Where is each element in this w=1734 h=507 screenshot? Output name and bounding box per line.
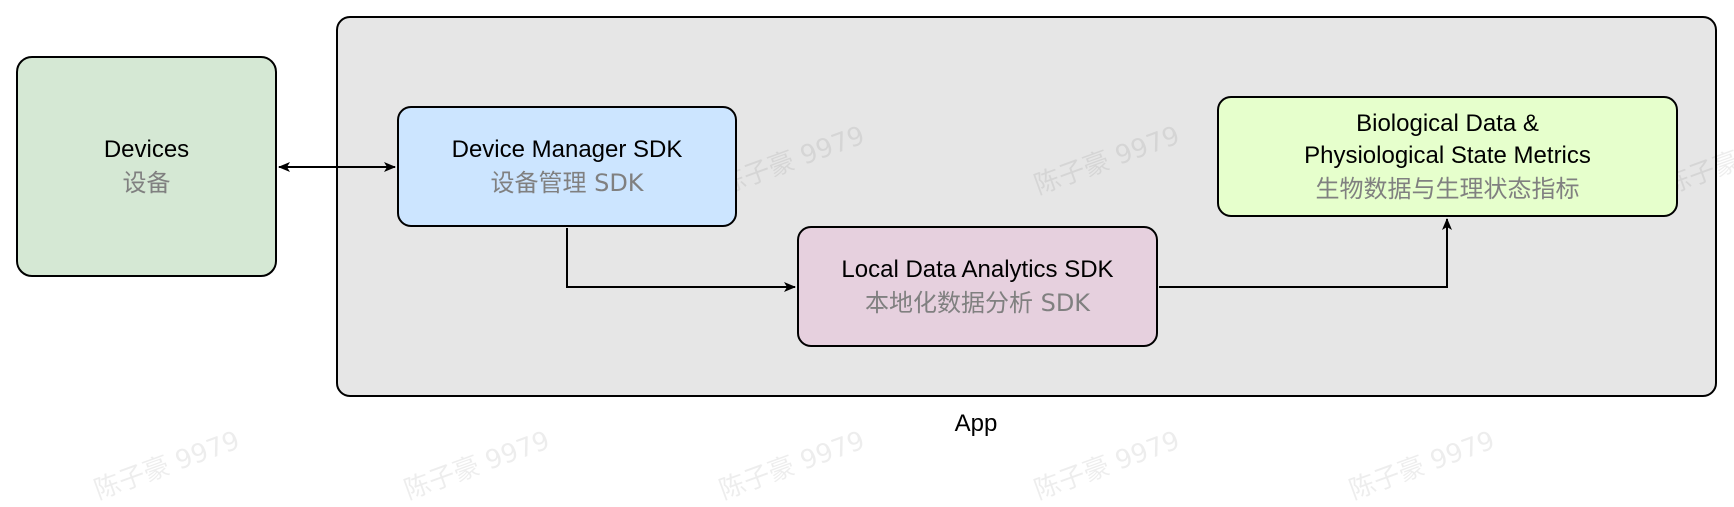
devices-title: Devices [103, 135, 190, 163]
connector-device-manager-local-analytics [566, 228, 796, 292]
local-data-analytics-sdk-node[interactable]: Local Data Analytics SDK 本地化数据分析 SDK [797, 226, 1158, 347]
connector-layer [278, 162, 1452, 292]
biological-data-metrics-node[interactable]: Biological Data & Physiological State Me… [1217, 96, 1678, 217]
local-analytics-subtitle: 本地化数据分析 SDK [864, 288, 1091, 317]
app-container-label: App [954, 410, 998, 437]
devices-subtitle: 设备 [122, 168, 171, 197]
device-manager-title: Device Manager SDK [451, 135, 683, 163]
device-manager-subtitle: 设备管理 SDK [490, 168, 644, 197]
local-analytics-title: Local Data Analytics SDK [841, 255, 1114, 283]
device-manager-sdk-node[interactable]: Device Manager SDK 设备管理 SDK [397, 106, 737, 227]
bio-metrics-subtitle: 生物数据与生理状态指标 [1315, 174, 1580, 203]
devices-node[interactable]: Devices 设备 [16, 56, 277, 277]
connector-local-analytics-bio-metrics [1159, 218, 1452, 288]
bio-metrics-title-line1: Biological Data & [1356, 109, 1539, 137]
bio-metrics-title-line2: Physiological State Metrics [1304, 142, 1591, 170]
